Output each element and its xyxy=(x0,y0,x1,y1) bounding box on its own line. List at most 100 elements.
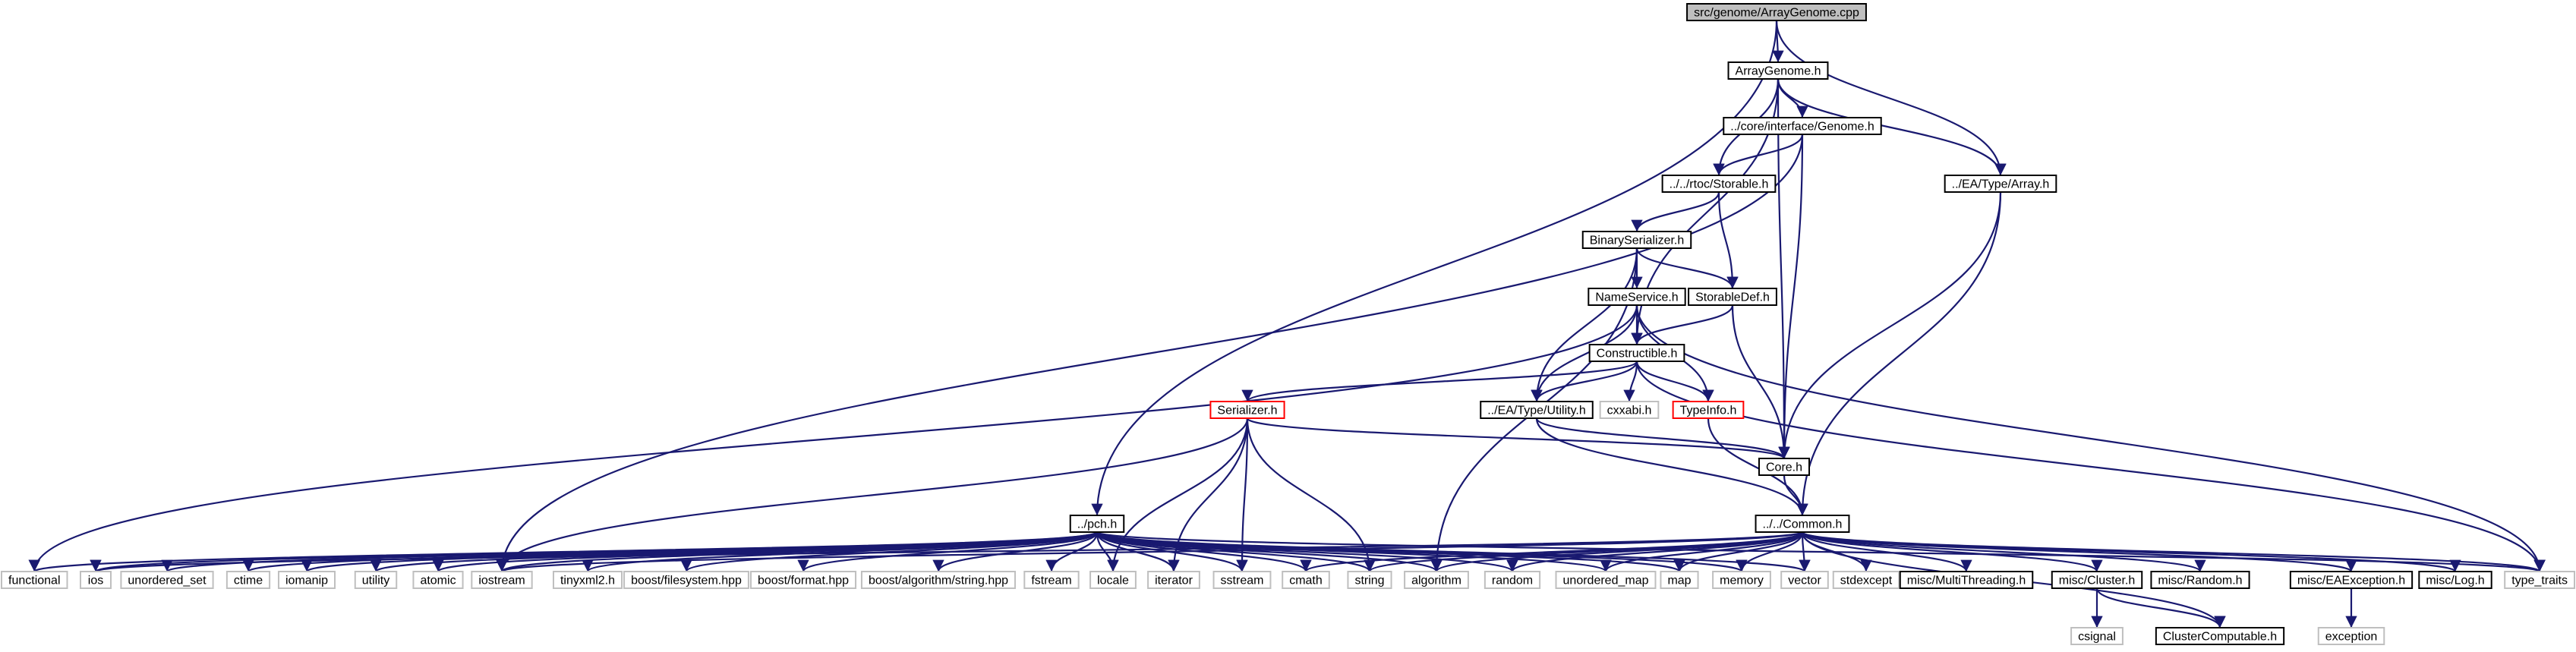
edge-common_h-to-unordered_map xyxy=(1600,531,1804,572)
edge-serializer_h-to-locale xyxy=(1107,417,1249,572)
node-box-constructible-h xyxy=(1588,344,1685,362)
node-root[interactable]: src/genome/ArrayGenome.cpp xyxy=(1686,3,1867,21)
node-stdexcept: stdexcept xyxy=(1832,571,1900,589)
node-log-h[interactable]: misc/Log.h xyxy=(2418,571,2492,589)
node-box-random xyxy=(1483,571,1541,589)
node-ctime: ctime xyxy=(225,571,271,589)
node-box-cluster-h xyxy=(2051,571,2143,589)
edge-common_h-to-vector xyxy=(1799,531,1811,572)
node-label-boost-algo-string: boost/algorithm/string.hpp xyxy=(869,575,1008,587)
node-box-root xyxy=(1686,3,1867,21)
node-label-nameservice-h: NameService.h xyxy=(1595,291,1678,304)
node-box-sstream xyxy=(1212,571,1272,589)
node-label-pch-h: ../pch.h xyxy=(1077,518,1117,531)
node-constructible-h[interactable]: Constructible.h xyxy=(1588,344,1685,362)
node-arraygenome-h[interactable]: ArrayGenome.h xyxy=(1727,61,1829,80)
node-multithreading-h[interactable]: misc/MultiThreading.h xyxy=(1899,571,2034,589)
node-boost-filesystem: boost/filesystem.hpp xyxy=(623,571,749,589)
node-label-random-h: misc/Random.h xyxy=(2158,575,2242,587)
node-iomanip: iomanip xyxy=(277,571,336,589)
edge-constructible_h-to-utility_h xyxy=(1531,361,1638,402)
edge-root-to-array_h xyxy=(1775,20,2007,176)
edge-genome_h-to-storable_h xyxy=(1713,134,1804,176)
node-box-memory xyxy=(1712,571,1771,589)
node-unordered-map: unordered_map xyxy=(1555,571,1657,589)
node-box-iterator xyxy=(1147,571,1200,589)
node-type-traits: type_traits xyxy=(2504,571,2575,589)
node-label-memory: memory xyxy=(1720,575,1764,587)
edge-storabledef_h-to-constructible_h xyxy=(1631,304,1734,345)
node-pch-h[interactable]: ../pch.h xyxy=(1069,515,1125,533)
node-label-iterator: iterator xyxy=(1155,575,1193,587)
edge-arraygenome_h-to-core_h xyxy=(1777,78,1790,459)
node-utility-h[interactable]: ../EA/Type/Utility.h xyxy=(1480,401,1594,419)
node-label-vector: vector xyxy=(1788,575,1821,587)
edge-utility_h-to-common_h xyxy=(1535,417,1808,516)
node-box-exception xyxy=(2317,627,2385,645)
node-algorithm: algorithm xyxy=(1404,571,1469,589)
node-core-h[interactable]: Core.h xyxy=(1758,458,1811,476)
edge-typeinfo_h-to-common_h xyxy=(1707,417,1808,516)
node-box-boost-algo-string xyxy=(860,571,1017,589)
node-storable-h[interactable]: ../../rtoc/Storable.h xyxy=(1661,175,1777,193)
node-label-array-h: ../EA/Type/Array.h xyxy=(1952,178,2050,191)
node-label-locale: locale xyxy=(1097,575,1129,587)
node-label-core-h: Core.h xyxy=(1766,461,1802,474)
node-serializer-h[interactable]: Serializer.h xyxy=(1209,401,1285,419)
node-tinyxml2-h: tinyxml2.h xyxy=(552,571,623,589)
node-box-arraygenome-h xyxy=(1727,61,1829,80)
node-label-binaryserializer-h: BinarySerializer.h xyxy=(1590,235,1685,247)
node-label-ctime: ctime xyxy=(234,575,263,587)
edge-common_h-to-cluster_h xyxy=(1801,531,2103,572)
node-eaexception-h[interactable]: misc/EAException.h xyxy=(2289,571,2414,589)
node-label-algorithm: algorithm xyxy=(1411,575,1461,587)
node-box-map xyxy=(1660,571,1699,589)
node-iterator: iterator xyxy=(1147,571,1200,589)
node-box-random-h xyxy=(2150,571,2250,589)
node-box-cmath xyxy=(1282,571,1330,589)
node-csignal: csignal xyxy=(2070,627,2124,645)
node-box-eaexception-h xyxy=(2289,571,2414,589)
node-array-h[interactable]: ../EA/Type/Array.h xyxy=(1944,175,2057,193)
node-common-h[interactable]: ../../Common.h xyxy=(1755,515,1850,533)
nodes-layer: src/genome/ArrayGenome.cppArrayGenome.h.… xyxy=(1,3,2575,645)
node-label-iostream: iostream xyxy=(478,575,525,587)
node-label-stdexcept: stdexcept xyxy=(1840,575,1893,587)
node-sstream: sstream xyxy=(1212,571,1272,589)
node-label-storabledef-h: StorableDef.h xyxy=(1695,291,1770,304)
node-clustercomputable-h[interactable]: ClusterComputable.h xyxy=(2155,627,2285,645)
node-genome-h[interactable]: ../core/interface/Genome.h xyxy=(1723,117,1882,135)
node-label-serializer-h: Serializer.h xyxy=(1217,405,1277,417)
node-nameservice-h[interactable]: NameService.h xyxy=(1588,288,1686,306)
node-binaryserializer-h[interactable]: BinarySerializer.h xyxy=(1581,231,1692,249)
node-random-h[interactable]: misc/Random.h xyxy=(2150,571,2250,589)
node-typeinfo-h[interactable]: TypeInfo.h xyxy=(1672,401,1745,419)
node-box-binaryserializer-h xyxy=(1581,231,1692,249)
node-box-unordered-map xyxy=(1555,571,1657,589)
edge-serializer_h-to-core_h xyxy=(1246,417,1790,460)
node-label-cxxabi-h: cxxabi.h xyxy=(1607,405,1652,417)
node-box-vector xyxy=(1780,571,1829,589)
node-cmath: cmath xyxy=(1282,571,1330,589)
edge-common_h-to-map xyxy=(1673,531,1804,572)
node-cluster-h[interactable]: misc/Cluster.h xyxy=(2051,571,2143,589)
node-box-unordered-set xyxy=(120,571,214,589)
node-label-ios: ios xyxy=(88,575,103,587)
node-box-ctime xyxy=(225,571,271,589)
edge-storable_h-to-storabledef_h xyxy=(1717,191,1739,289)
node-boost-algo-string: boost/algorithm/string.hpp xyxy=(860,571,1017,589)
edge-nameservice_h-to-utility_h xyxy=(1531,304,1638,402)
node-label-map: map xyxy=(1667,575,1691,587)
edge-pch_h-to-fstream xyxy=(1045,531,1099,572)
edge-array_h-to-common_h xyxy=(1796,191,2002,516)
edge-binaryserializer_h-to-storabledef_h xyxy=(1635,247,1739,289)
node-vector: vector xyxy=(1780,571,1829,589)
node-box-iostream xyxy=(471,571,533,589)
node-functional: functional xyxy=(1,571,68,589)
edge-binaryserializer_h-to-utility_h xyxy=(1531,247,1638,402)
node-box-ios xyxy=(80,571,112,589)
node-box-nameservice-h xyxy=(1588,288,1686,306)
edge-common_h-to-random_h xyxy=(1801,531,2206,573)
node-label-multithreading-h: misc/MultiThreading.h xyxy=(1907,575,2026,587)
node-storabledef-h[interactable]: StorableDef.h xyxy=(1688,288,1777,306)
